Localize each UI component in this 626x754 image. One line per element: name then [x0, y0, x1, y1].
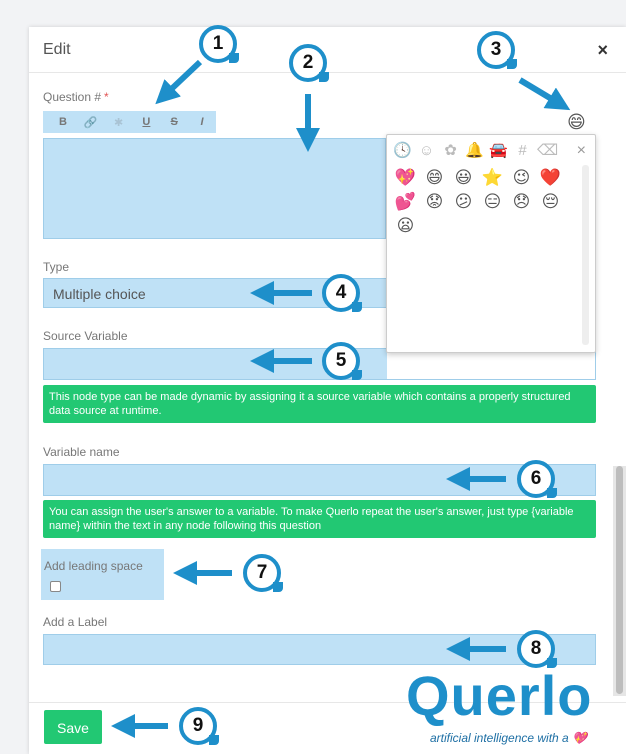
emoji-item[interactable]: 😞: [512, 192, 531, 211]
flower-icon[interactable]: ✿: [444, 142, 457, 159]
emoji-item[interactable]: 😃: [454, 168, 473, 187]
callout-3: 3: [477, 31, 517, 69]
add-label-label: Add a Label: [43, 615, 108, 629]
smiley-icon[interactable]: ☺: [418, 142, 435, 159]
edit-modal: Edit × Question #* B 🔗 ✱ U S I 😄 Type Mu…: [29, 27, 626, 754]
source-variable-input[interactable]: [43, 348, 596, 380]
variable-name-label: Variable name: [43, 445, 120, 459]
modal-title: Edit: [43, 41, 71, 58]
leading-space-label: Add leading space: [44, 559, 143, 573]
emoji-scrollbar[interactable]: [582, 165, 589, 345]
arrow-3: [518, 77, 571, 111]
callout-7: 7: [243, 554, 283, 592]
bell-icon[interactable]: 🔔: [465, 142, 484, 159]
type-label: Type: [43, 260, 70, 274]
emoji-item[interactable]: ❤️: [539, 168, 562, 187]
leading-space-checkbox[interactable]: [50, 581, 61, 592]
heart-icon: 💖: [572, 731, 588, 745]
emoji-item[interactable]: 😟: [425, 192, 444, 211]
callout-4: 4: [322, 274, 362, 312]
modal-footer-divider: [29, 702, 626, 703]
car-icon[interactable]: 🚘: [489, 142, 508, 159]
emoji-item[interactable]: ⭐: [481, 168, 504, 187]
underline-button[interactable]: U: [142, 116, 151, 128]
tagline-text: artificial intelligence with a: [430, 731, 569, 745]
question-textarea[interactable]: [43, 138, 386, 239]
querlo-tagline: artificial intelligence with a 💖: [430, 731, 587, 745]
question-label-text: Question #: [43, 90, 102, 104]
arrow-1: [155, 59, 203, 105]
unlink-icon[interactable]: ✱: [113, 116, 124, 129]
callout-5: 5: [322, 342, 362, 380]
callout-1: 1: [199, 25, 239, 63]
emoji-item[interactable]: 😕: [454, 192, 473, 211]
emoji-item[interactable]: 😉: [512, 168, 531, 187]
emoji-grid: 💖 😄 😃 ⭐ 😉 ❤️ 💕 😟 😕 😑 😞 😔 😦: [391, 167, 581, 237]
emoji-item[interactable]: 😔: [541, 192, 560, 211]
source-variable-help: This node type can be made dynamic by as…: [43, 385, 596, 423]
variable-name-help: You can assign the user's answer to a va…: [43, 500, 596, 538]
link-icon[interactable]: 🔗: [83, 116, 98, 129]
hash-icon[interactable]: #: [518, 142, 527, 159]
close-icon[interactable]: ×: [597, 40, 608, 60]
recent-clock-icon[interactable]: 🕓: [393, 142, 412, 159]
scrollbar-thumb[interactable]: [616, 466, 623, 694]
emoji-item[interactable]: 😦: [396, 216, 415, 235]
source-variable-label: Source Variable: [43, 329, 128, 343]
emoji-item[interactable]: 😑: [483, 192, 502, 211]
strikethrough-button[interactable]: S: [170, 116, 178, 128]
emoji-picker-icon[interactable]: 😄: [567, 112, 586, 132]
emoji-item[interactable]: 💖: [394, 168, 417, 187]
backspace-icon[interactable]: ⌫: [537, 142, 559, 159]
emoji-item[interactable]: 💕: [394, 192, 417, 211]
callout-8: 8: [517, 630, 557, 668]
leading-space-group: Add leading space: [41, 549, 164, 600]
required-mark: *: [104, 90, 109, 104]
callout-6: 6: [517, 460, 557, 498]
callout-2: 2: [289, 44, 329, 82]
emoji-category-tabs: 🕓 ☺ ✿ 🔔 🚘 # ⌫: [393, 141, 559, 160]
emoji-item[interactable]: 😄: [425, 168, 444, 187]
emoji-picker-panel: 🕓 ☺ ✿ 🔔 🚘 # ⌫ × 💖 😄 😃 ⭐ 😉 ❤️ 💕 😟 😕 😑 😞 😔…: [386, 134, 596, 353]
page-scrollbar[interactable]: [613, 466, 626, 696]
italic-button[interactable]: I: [200, 116, 204, 128]
querlo-logo: Querlo: [406, 664, 593, 727]
callout-9: 9: [179, 707, 219, 745]
variable-name-input[interactable]: [43, 464, 596, 496]
bold-button[interactable]: B: [58, 116, 67, 128]
question-label: Question #*: [43, 90, 109, 104]
text-format-toolbar: B 🔗 ✱ U S I: [43, 111, 216, 133]
close-icon[interactable]: ×: [576, 142, 586, 159]
save-button[interactable]: Save: [44, 710, 102, 744]
